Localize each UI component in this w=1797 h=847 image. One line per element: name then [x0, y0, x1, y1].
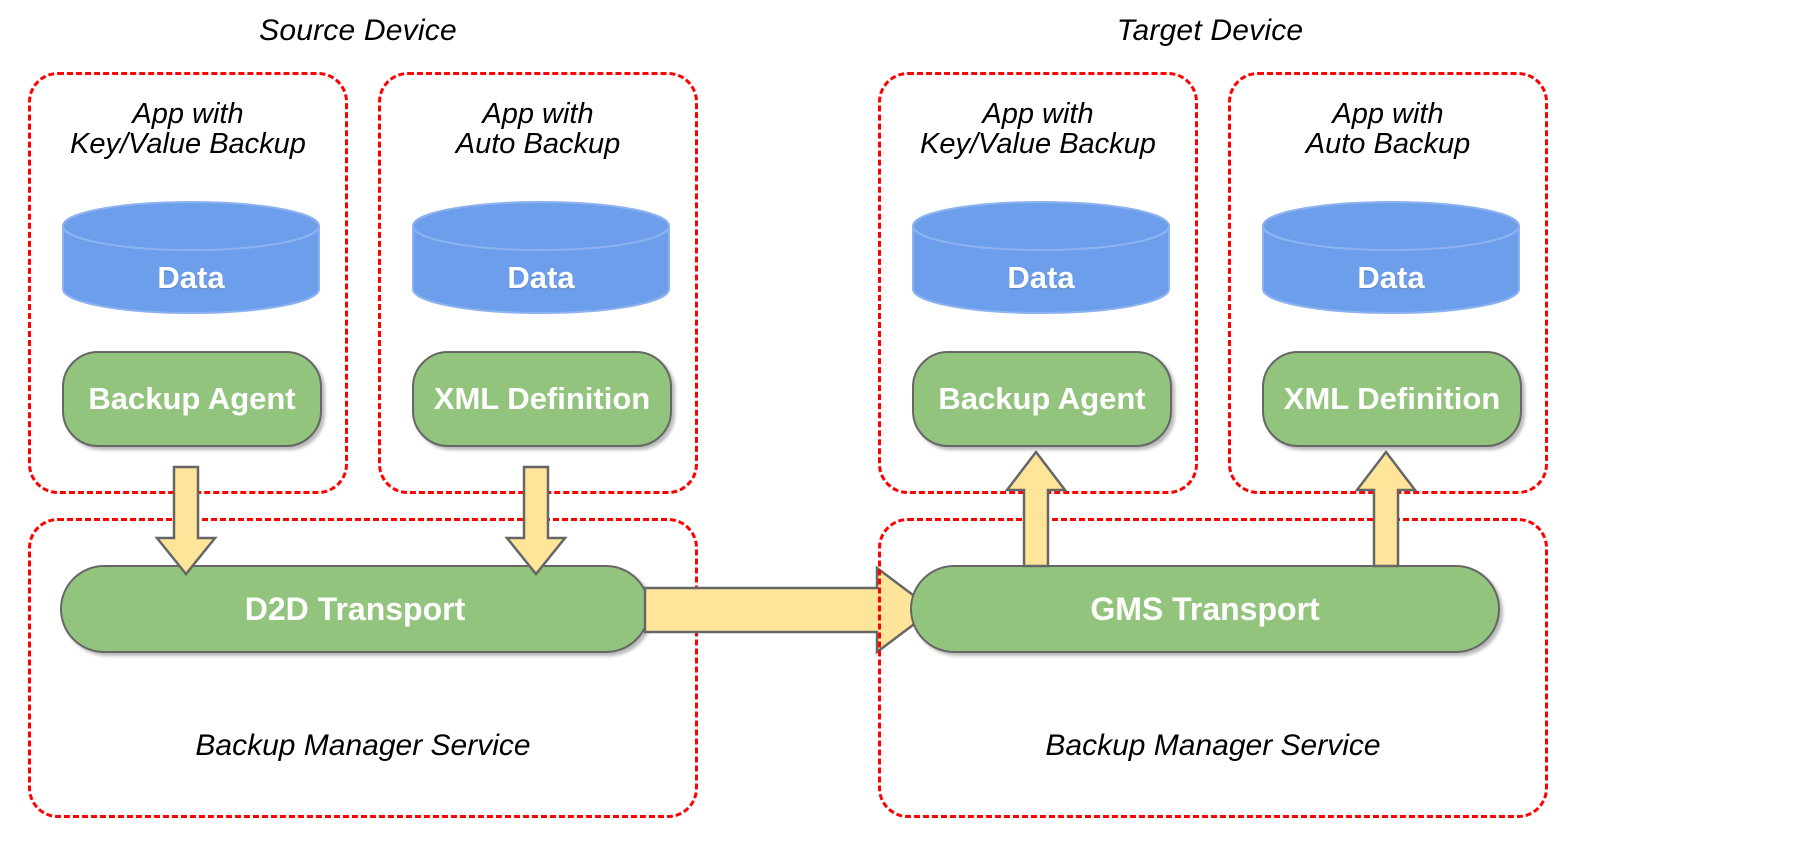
flow-arrow-down-xml-definition — [504, 465, 568, 576]
app-boundary-source-autobackup: App with Auto Backup Data XML Definition — [378, 72, 698, 494]
app-boundary-source-keyvalue: App with Key/Value Backup Data Backup Ag… — [28, 72, 348, 494]
app-caption-source-keyvalue: App with Key/Value Backup — [70, 98, 306, 161]
device-title-source: Source Device — [259, 14, 457, 47]
data-cylinder-label-source-keyvalue: Data — [157, 260, 225, 295]
device-title-target: Target Device — [1116, 14, 1304, 47]
service-caption-source: Backup Manager Service — [195, 729, 531, 762]
service-boundary-source: Backup Manager Service — [28, 518, 698, 818]
service-caption-target: Backup Manager Service — [1045, 729, 1381, 762]
app-caption-target-keyvalue: App with Key/Value Backup — [920, 98, 1156, 161]
component-xml-definition-source[interactable]: XML Definition — [412, 351, 672, 447]
app-caption-source-autobackup: App with Auto Backup — [455, 98, 621, 161]
data-cylinder-source-keyvalue: Data — [61, 200, 321, 315]
flow-arrow-up-xml-definition — [1354, 449, 1418, 568]
data-cylinder-source-autobackup: Data — [411, 200, 671, 315]
transport-d2d[interactable]: D2D Transport — [60, 565, 650, 653]
component-backup-agent-target[interactable]: Backup Agent — [912, 351, 1172, 447]
transfer-arrow-d2d-to-gms — [643, 565, 936, 655]
data-cylinder-target-autobackup: Data — [1261, 200, 1521, 315]
data-cylinder-target-keyvalue: Data — [911, 200, 1171, 315]
app-caption-target-autobackup: App with Auto Backup — [1305, 98, 1471, 161]
flow-arrow-down-backup-agent — [154, 465, 218, 576]
flow-arrow-up-backup-agent — [1004, 449, 1068, 568]
app-boundary-target-autobackup: App with Auto Backup Data XML Definition — [1228, 72, 1548, 494]
data-cylinder-label-target-autobackup: Data — [1357, 260, 1425, 295]
app-boundary-target-keyvalue: App with Key/Value Backup Data Backup Ag… — [878, 72, 1198, 494]
component-backup-agent-source[interactable]: Backup Agent — [62, 351, 322, 447]
data-cylinder-label-source-autobackup: Data — [507, 260, 575, 295]
transport-gms[interactable]: GMS Transport — [910, 565, 1500, 653]
component-xml-definition-target[interactable]: XML Definition — [1262, 351, 1522, 447]
service-boundary-target: Backup Manager Service — [878, 518, 1548, 818]
data-cylinder-label-target-keyvalue: Data — [1007, 260, 1075, 295]
